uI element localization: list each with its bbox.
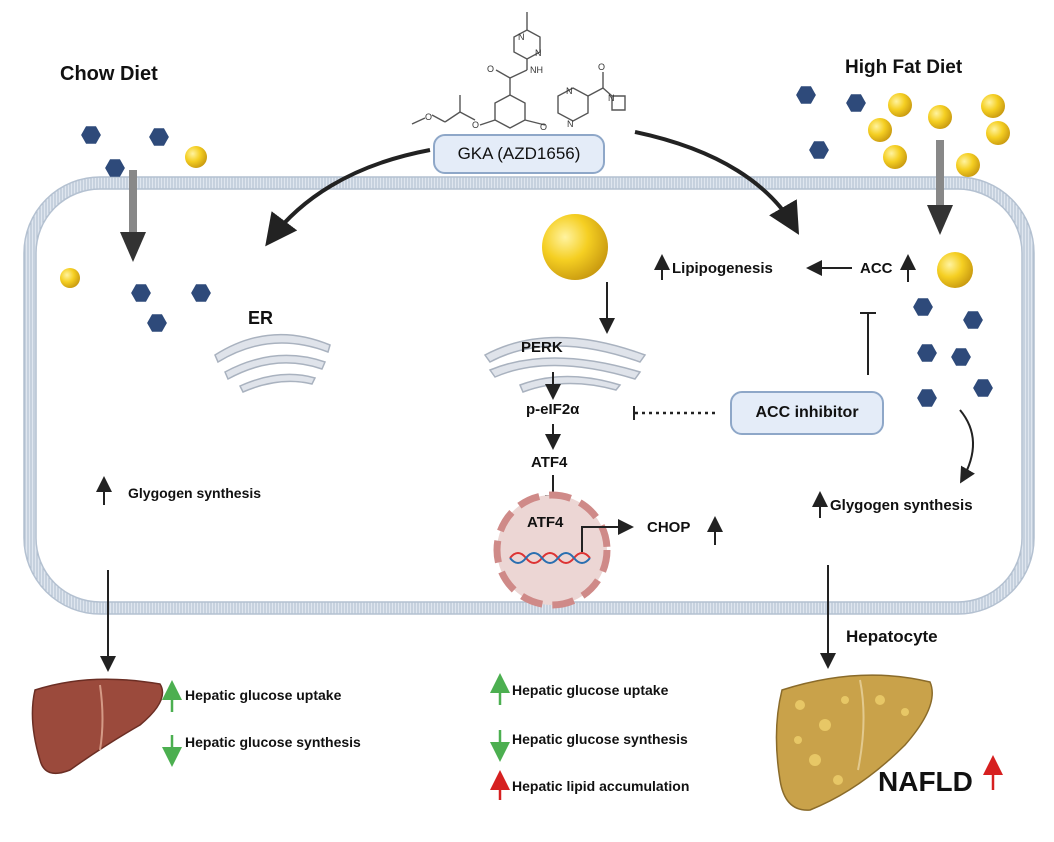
- er-label: ER: [248, 308, 274, 328]
- healthy-liver-icon: [31, 678, 164, 775]
- center-effect-uptake: Hepatic glucose uptake: [512, 682, 669, 698]
- glycogen-right-label: Glygogen synthesis: [830, 497, 973, 514]
- chow-diet-title: Chow Diet: [60, 63, 158, 85]
- gka-label-box: GKA (AZD1656): [433, 134, 605, 174]
- atf4-nucleus-label: ATF4: [527, 514, 564, 531]
- dna-icon: [509, 552, 591, 564]
- left-effect-uptake: Hepatic glucose uptake: [185, 687, 342, 703]
- acc-inhibitor-box: ACC inhibitor: [730, 391, 884, 435]
- atf4-label: ATF4: [531, 454, 568, 471]
- svg-text:O: O: [425, 112, 432, 122]
- fatty-liver-icon: [775, 674, 933, 811]
- lipogenesis-label: Lipipogenesis: [672, 260, 773, 277]
- svg-text:NH: NH: [530, 65, 543, 75]
- gka-molecule: [411, 12, 626, 129]
- er-left: [214, 333, 331, 393]
- svg-text:O: O: [540, 122, 547, 132]
- glycogen-left-label: Glygogen synthesis: [128, 485, 262, 501]
- fat-spots: [794, 695, 909, 785]
- nucleus: [493, 491, 611, 609]
- nafld-label: NAFLD: [878, 766, 973, 797]
- peif2a-label: p-eIF2α: [526, 401, 580, 418]
- svg-text:O: O: [598, 62, 605, 72]
- chop-label: CHOP: [647, 519, 691, 536]
- acc-label: ACC: [860, 260, 893, 277]
- svg-text:N: N: [535, 48, 542, 58]
- svg-text:N: N: [608, 93, 615, 103]
- lipid-droplets: [60, 93, 1010, 288]
- svg-text:O: O: [487, 64, 494, 74]
- er-center: [483, 336, 647, 393]
- svg-text:N: N: [518, 32, 525, 42]
- left-effect-synthesis: Hepatic glucose synthesis: [185, 734, 361, 750]
- cell-membrane: [24, 177, 1034, 614]
- svg-text:N: N: [567, 119, 574, 129]
- svg-text:O: O: [472, 120, 479, 130]
- gka-arrow-left: [265, 148, 431, 247]
- high-fat-diet-title: High Fat Diet: [845, 57, 963, 78]
- perk-label: PERK: [521, 339, 563, 356]
- svg-text:N: N: [566, 86, 573, 96]
- center-effect-lipid: Hepatic lipid accumulation: [512, 778, 690, 794]
- gka-arrow-right: [634, 130, 800, 235]
- hepatocyte-label: Hepatocyte: [846, 627, 938, 646]
- center-effect-synthesis: Hepatic glucose synthesis: [512, 731, 688, 747]
